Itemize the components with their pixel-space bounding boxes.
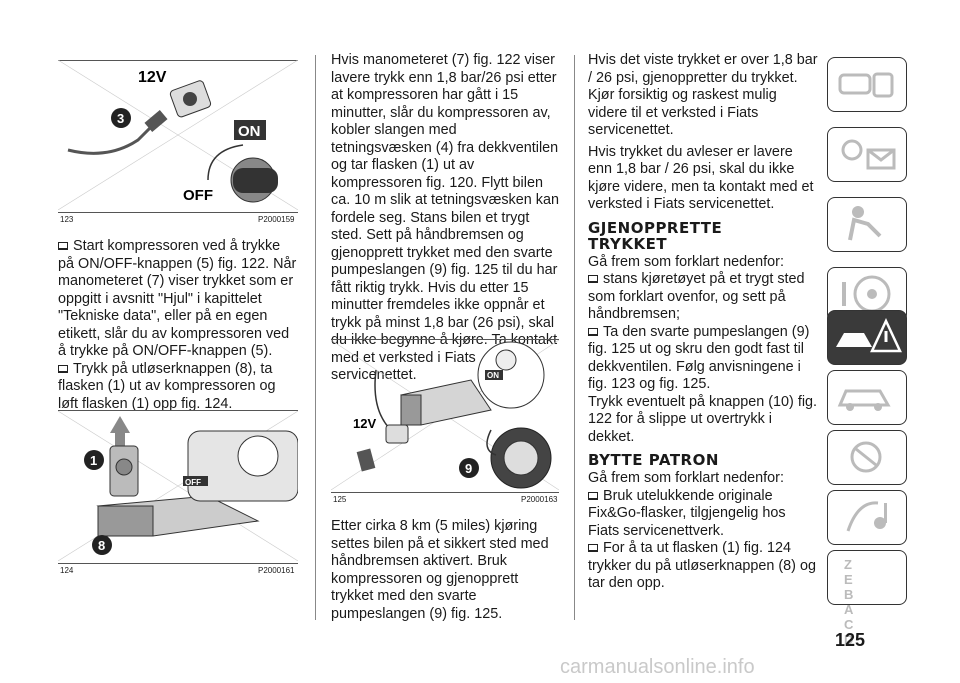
sidebar-tab-technical-data[interactable] (827, 430, 907, 485)
col3-bullet-3: Bruk utelukkende originale Fix&Go-flaske… (588, 487, 786, 539)
sidebar-tab-warning-lights[interactable] (827, 127, 907, 182)
fig124-top-rule (58, 410, 298, 411)
sidebar-tab-maintenance[interactable] (827, 370, 907, 425)
col3-paragraph-3: Trykk eventuelt på knappen (10) fig. 122… (588, 393, 818, 445)
safety-airbag-icon (848, 206, 882, 241)
warning-lights-icon (841, 139, 896, 170)
bullet-icon (588, 275, 598, 283)
bullet-icon (588, 327, 598, 336)
fig123-code: P2000159 (258, 215, 295, 224)
fig125-12v-label: 12V (353, 416, 376, 431)
fig123-off-label: OFF (183, 187, 213, 204)
col2-text-top: Hvis manometeret (7) fig. 122 viser lave… (331, 52, 559, 385)
heading-gjenopprette-trykket: GJENOPPRETTE TRYKKET (588, 218, 723, 253)
fig125-bottom-rule (331, 492, 559, 493)
sidebar-tab-safety[interactable] (827, 197, 907, 252)
sidebar-tab-index[interactable]: Z E B A C D (827, 550, 907, 647)
bullet-icon (588, 491, 598, 500)
sidebar-tab-multimedia[interactable] (827, 490, 907, 545)
fig125-number: 125 (333, 495, 347, 504)
col3-bullet-1: stans kjøretøyet på et trygt sted som fo… (588, 271, 805, 322)
technical-data-icon (850, 441, 882, 473)
page-number: 125 (834, 630, 865, 650)
col2-text-bottom: Etter cirka 8 km (5 miles) kjøring sette… (331, 518, 559, 623)
column-divider-1 (315, 55, 316, 620)
col2-paragraph-2: Etter cirka 8 km (5 miles) kjøring sette… (331, 518, 549, 622)
sidebar-tab-emergency[interactable] (827, 310, 907, 365)
fig124-code: P2000161 (258, 566, 295, 575)
col1-text: Start kompressoren ved å trykke på ON/OF… (58, 238, 298, 413)
fig125-top-rule (331, 339, 559, 340)
fig123-on-label: ON (238, 123, 261, 140)
fig125-callout-9: 9 (465, 461, 472, 476)
heading-bytte-patron: BYTTE PATRON (588, 451, 719, 469)
col3-intro-1: Gå frem som forklart nedenfor: (588, 253, 784, 270)
watermark: carmanualsonline.info (560, 656, 755, 678)
col3-intro-2: Gå frem som forklart nedenfor: (588, 470, 784, 486)
col3-bullet-4: For å ta ut flasken (1) fig. 124 trykker… (588, 540, 816, 591)
col1-bullet-2: Trykk på utløserknappen (8), ta flasken … (58, 360, 276, 412)
fig123-callout-3: 3 (117, 111, 124, 126)
fig123-number: 123 (60, 215, 74, 224)
column-divider-2 (574, 55, 575, 620)
figure-123-illustration: 12V 3 ON OFF (58, 60, 298, 210)
col1-bullet-1: Start kompressoren ved å trykke på ON/OF… (58, 238, 297, 359)
col3-paragraph-1: Hvis det viste trykket er over 1,8 bar /… (588, 52, 818, 138)
fig124-callout-1: 1 (90, 453, 97, 468)
figure-124-illustration: 1 OFF 8 (58, 411, 298, 561)
col3-text: Hvis det viste trykket er over 1,8 bar /… (588, 52, 818, 593)
top-rule (58, 60, 298, 61)
fig124-off-label: OFF (185, 478, 201, 487)
fig123-bottom-rule (58, 212, 298, 213)
car-dashboard-icon (838, 72, 894, 98)
fig124-number: 124 (60, 566, 74, 575)
multimedia-icon (846, 501, 887, 532)
maintenance-car-icon (837, 389, 891, 411)
fig125-on-label: ON (487, 371, 499, 380)
col3-bullet-2: Ta den svarte pumpeslangen (9) fig. 125 … (588, 323, 810, 392)
bullet-icon (588, 544, 598, 552)
figure-125-illustration: ON 12V 9 (331, 340, 559, 490)
col2-paragraph-1: Hvis manometeret (7) fig. 122 viser lave… (331, 52, 559, 383)
fig123-12v-label: 12V (138, 69, 167, 86)
fig124-callout-8: 8 (98, 538, 105, 553)
col3-paragraph-2: Hvis trykket du avleser er lavere enn 1,… (588, 143, 814, 213)
fig125-code: P2000163 (521, 495, 558, 504)
fig124-bottom-rule (58, 563, 298, 564)
bullet-icon (58, 364, 68, 373)
emergency-icon (836, 318, 902, 353)
bullet-icon (58, 242, 68, 250)
index-icon: Z E B A C D (844, 557, 862, 647)
sidebar-tab-dashboard[interactable] (827, 57, 907, 112)
